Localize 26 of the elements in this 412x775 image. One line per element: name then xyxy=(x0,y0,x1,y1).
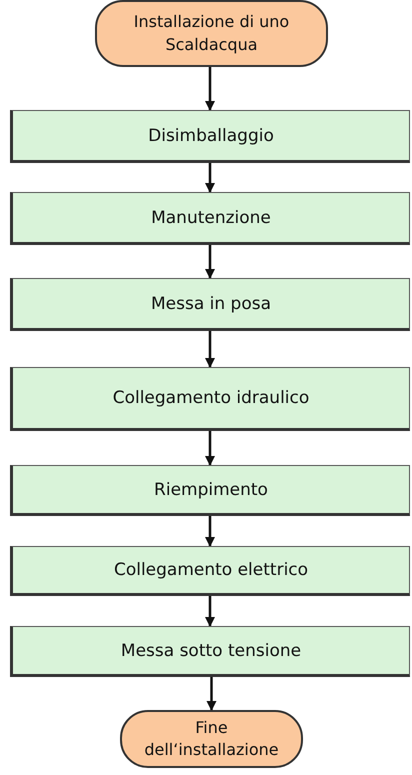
node-label: Manutenzione xyxy=(151,208,271,228)
arrow xyxy=(205,163,215,193)
node-label: Messa in posa xyxy=(150,294,272,314)
arrow xyxy=(205,596,215,627)
process-box xyxy=(10,465,410,516)
node-label: Collegamento idraulico xyxy=(112,388,310,408)
process-box xyxy=(10,367,410,431)
arrow xyxy=(205,67,215,111)
node-label: Messa sotto tensione xyxy=(120,640,302,660)
node-label: Installazione di uno Scaldacqua xyxy=(132,11,290,56)
arrow xyxy=(205,516,215,547)
arrow xyxy=(205,331,215,368)
process-box xyxy=(10,278,410,331)
node-label: Fine dell‘installazione xyxy=(143,716,280,761)
terminal-shape xyxy=(95,0,328,67)
arrow xyxy=(205,245,215,279)
node-label: Riempimento xyxy=(154,480,268,500)
arrow xyxy=(205,431,215,466)
process-box xyxy=(10,110,410,163)
process-box xyxy=(10,626,410,677)
node-label: Disimballaggio xyxy=(148,126,274,146)
node-label: Collegamento elettrico xyxy=(114,560,308,580)
process-box xyxy=(10,192,410,245)
terminal-shape xyxy=(120,710,303,768)
arrow xyxy=(206,677,216,711)
process-box xyxy=(10,546,410,596)
